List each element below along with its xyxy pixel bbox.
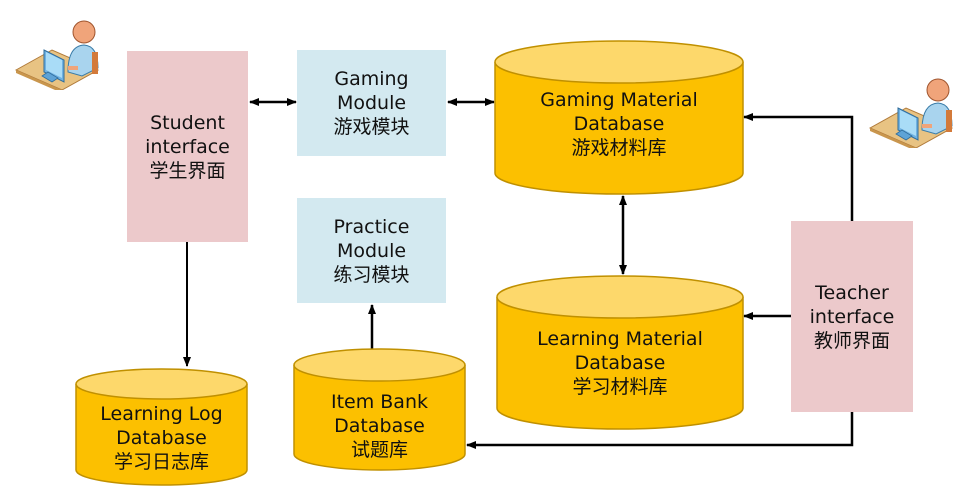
item-bank-db-zh: 试题库 xyxy=(350,439,408,461)
item-bank-db-line2: Database xyxy=(334,415,425,437)
edge-teacher-gaming-db xyxy=(743,113,854,221)
database-cylinder-icon xyxy=(293,348,466,471)
teacher-interface-line1: Teacher xyxy=(815,281,889,304)
learning-log-db-line2: Database xyxy=(116,427,207,449)
gaming-module-box: Gaming Module 游戏模块 xyxy=(297,50,446,156)
item-bank-db-line1: Item Bank xyxy=(330,391,428,413)
gaming-module-line2: Module xyxy=(336,92,407,114)
gaming-module-zh: 游戏模块 xyxy=(333,116,410,138)
database-cylinder-icon xyxy=(75,368,248,486)
teacher-interface-zh: 教师界面 xyxy=(813,329,890,352)
student-interface-line2: interface xyxy=(145,135,230,158)
student-interface-box: Student interface 学生界面 xyxy=(127,51,248,242)
item-bank-db-cylinder: Item Bank Database 试题库 xyxy=(293,348,466,472)
teacher-user-icon xyxy=(866,70,956,151)
gaming-module-line1: Gaming xyxy=(334,68,409,90)
gaming-material-db-line1: Gaming Material xyxy=(540,89,698,111)
learning-log-db-zh: 学习日志库 xyxy=(113,451,209,473)
teacher-interface-box: Teacher interface 教师界面 xyxy=(791,221,913,412)
practice-module-box: Practice Module 练习模块 xyxy=(297,198,446,303)
learning-material-db-line2: Database xyxy=(574,352,666,374)
database-cylinder-icon xyxy=(496,275,744,430)
learning-material-db-line1: Learning Material xyxy=(537,328,703,350)
student-interface-line1: Student xyxy=(150,111,225,134)
edge-teacher-item-bank xyxy=(466,412,854,449)
learning-material-db-cylinder: Learning Material Database 学习材料库 xyxy=(496,275,744,430)
gaming-material-db-cylinder: Gaming Material Database 游戏材料库 xyxy=(494,40,744,195)
student-user-icon xyxy=(12,12,102,93)
student-interface-zh: 学生界面 xyxy=(149,159,226,182)
gaming-material-db-zh: 游戏材料库 xyxy=(571,137,667,159)
learning-log-db-cylinder: Learning Log Database 学习日志库 xyxy=(75,368,248,488)
learning-log-db-line1: Learning Log xyxy=(100,403,223,425)
learning-material-db-zh: 学习材料库 xyxy=(572,376,668,398)
practice-module-line2: Module xyxy=(336,239,407,262)
practice-module-line1: Practice xyxy=(333,215,410,238)
practice-module-zh: 练习模块 xyxy=(333,263,410,286)
gaming-material-db-line2: Database xyxy=(573,113,665,135)
teacher-interface-line2: interface xyxy=(809,305,895,328)
database-cylinder-icon xyxy=(494,40,744,195)
